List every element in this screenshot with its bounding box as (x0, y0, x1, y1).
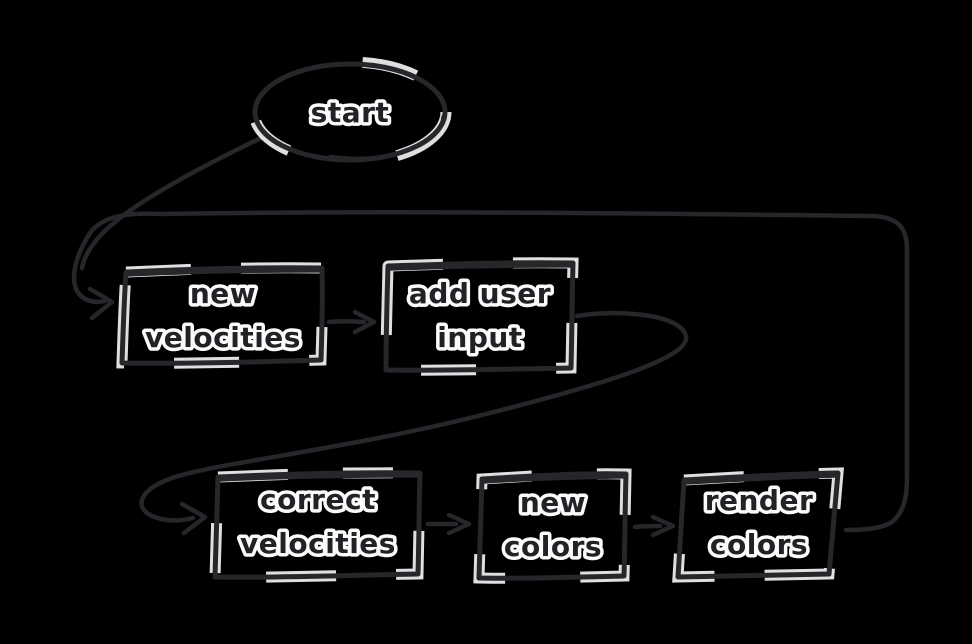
node-correct-velocities: correct velocities (209, 467, 426, 583)
node-label: new (190, 277, 256, 310)
node-new-colors: new colors (473, 468, 632, 584)
correct-velocities-box-outline (212, 470, 423, 580)
render-colors-box-second-pass (685, 474, 837, 485)
edge-start-to-new-velocities (79, 134, 266, 271)
correct-velocities-box-second-pass (219, 474, 419, 482)
node-render-colors: render colors (672, 467, 845, 583)
edge-render-colors-to-new-velocities (71, 210, 910, 533)
edge-add-user-input-to-correct-velocities (139, 310, 689, 523)
add-user-input-box-second-pass (389, 264, 572, 271)
node-label: velocities (145, 321, 301, 354)
arrowhead-into-correct-velocities (179, 501, 208, 536)
node-label: start (311, 96, 390, 129)
node-label: new (520, 486, 586, 519)
node-add-user-input: add user input (380, 257, 579, 376)
node-label: colors (504, 530, 602, 563)
edge-new-colors-to-render-colors (632, 523, 663, 530)
node-label: input (437, 321, 522, 354)
new-velocities-box-outline (119, 265, 325, 366)
start-ellipse-outline (252, 61, 448, 163)
node-start: start (248, 56, 452, 168)
edge-new-velocities-to-add-user-input (326, 319, 367, 325)
node-label: colors (710, 528, 808, 561)
start-ellipse-outline-second-pass (255, 64, 445, 160)
edges (71, 134, 910, 538)
add-user-input-box-outline (383, 260, 576, 373)
new-velocities-box-second-pass (127, 269, 321, 277)
node-new-velocities: new velocities (116, 262, 328, 369)
arrowhead-into-new-colors (446, 512, 472, 536)
arrowhead-into-new-velocities (87, 286, 115, 321)
node-label: render (705, 484, 814, 517)
node-label: correct (260, 483, 376, 516)
new-colors-box-second-pass (483, 475, 625, 484)
arrowhead-into-add-user-input (352, 309, 377, 335)
new-colors-box-outline (476, 471, 629, 581)
arrowhead-into-render-colors (650, 514, 676, 538)
node-label: velocities (240, 527, 396, 560)
node-label: add user (409, 277, 551, 310)
render-colors-box-outline (675, 470, 841, 580)
